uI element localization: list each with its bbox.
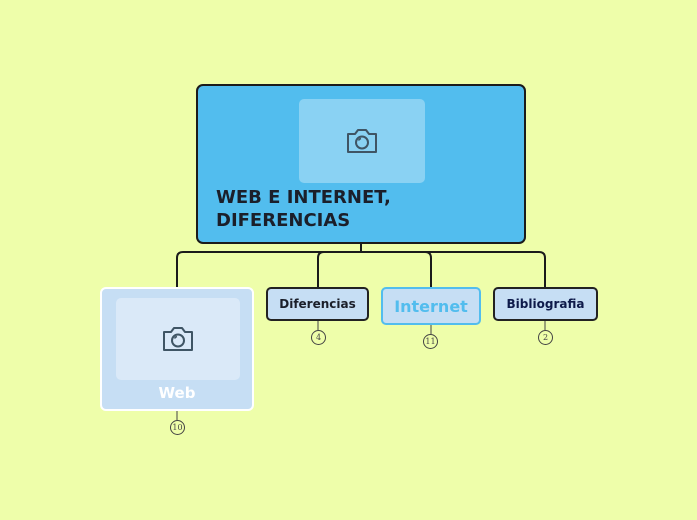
root-topic[interactable]: WEB E INTERNET, DIFERENCIAS xyxy=(196,84,526,244)
root-title-line1: WEB E INTERNET, xyxy=(216,187,391,208)
topic-internet-count-badge[interactable]: 11 xyxy=(423,334,438,349)
topic-web-label: Web xyxy=(158,384,196,402)
connector-internet xyxy=(361,251,432,288)
topic-bibliografia[interactable]: Bibliografia xyxy=(493,287,598,321)
topic-diferencias-label: Diferencias xyxy=(279,297,356,311)
topic-web[interactable]: Web xyxy=(100,287,254,411)
topic-web-count-badge[interactable]: 10 xyxy=(170,420,185,435)
topic-bibliografia-label: Bibliografia xyxy=(506,297,585,311)
topic-bibliografia-count-badge[interactable]: 2 xyxy=(538,330,553,345)
connector-web xyxy=(176,251,361,288)
root-title: WEB E INTERNET, DIFERENCIAS xyxy=(216,186,516,232)
topic-diferencias[interactable]: Diferencias xyxy=(266,287,369,321)
camera-icon xyxy=(163,327,193,351)
topic-internet-label: Internet xyxy=(394,296,468,316)
connector-diferencias xyxy=(317,251,361,288)
camera-icon xyxy=(347,129,377,153)
root-title-line2: DIFERENCIAS xyxy=(216,210,351,231)
web-image-placeholder[interactable] xyxy=(116,298,240,380)
connector-bibliografia xyxy=(361,251,546,288)
topic-internet[interactable]: Internet xyxy=(381,287,481,325)
root-image-placeholder[interactable] xyxy=(299,99,425,183)
topic-diferencias-count-badge[interactable]: 4 xyxy=(311,330,326,345)
